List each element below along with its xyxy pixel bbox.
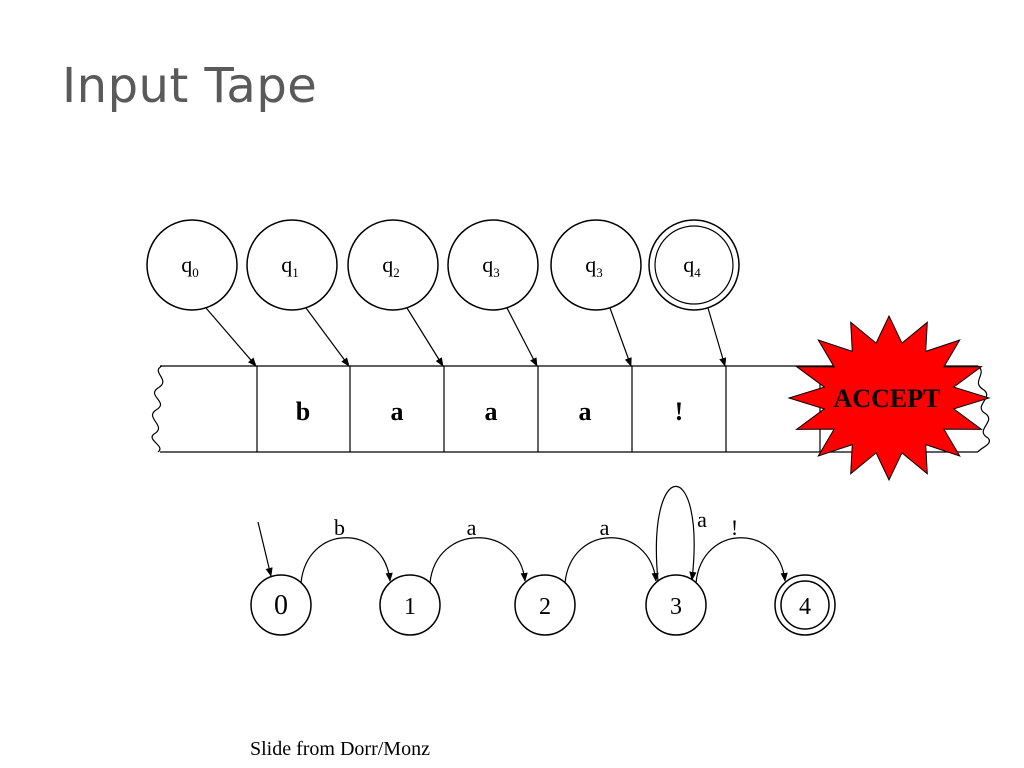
fsa-state-label: 1 — [404, 594, 416, 620]
tape-cell-symbol: a — [391, 397, 404, 426]
fsa-state-circle — [514, 574, 576, 636]
slide-title: Input Tape — [62, 58, 318, 114]
head-pointer-arrow — [609, 307, 632, 367]
fsa-diagram: b a a a! 0 1 2 3 4 — [250, 485, 836, 636]
tape-cell-symbol: ! — [675, 397, 684, 426]
fsa-state-label: 2 — [539, 594, 551, 620]
fsa-state-label: 3 — [670, 594, 682, 620]
head-state-label: q3 — [482, 252, 500, 280]
transition-label: b — [334, 515, 345, 540]
transition-label: a — [600, 515, 610, 540]
fsa-state-2: 2 — [514, 574, 576, 636]
head-state-3: q3 — [447, 219, 539, 367]
fsa-state-circle — [774, 574, 836, 636]
head-state-label: q0 — [181, 252, 199, 280]
accept-label: ACCEPT — [834, 384, 941, 413]
accept-starburst — [787, 314, 991, 482]
transition-arc — [564, 537, 659, 584]
head-pointer-arrow — [305, 307, 350, 367]
fsa-state-circle — [645, 574, 707, 636]
head-state-circle — [447, 219, 539, 311]
fsa-state-label: 0 — [274, 590, 288, 621]
head-state-label: q2 — [382, 252, 400, 280]
head-state-5: q4 — [648, 219, 740, 367]
fsa-state-final-ring — [780, 580, 830, 630]
transition-0-1: b — [300, 515, 393, 584]
transition-arc — [655, 485, 697, 582]
fsa-state-1: 1 — [379, 574, 441, 636]
head-state-circle — [648, 219, 740, 311]
head-state-circle — [146, 219, 238, 311]
transition-2-3: a — [564, 515, 659, 584]
transition-arc — [695, 537, 788, 584]
accept-badge: ACCEPT — [787, 314, 991, 482]
fsa-state-3: 3 — [645, 574, 707, 636]
head-state-circle — [550, 219, 642, 311]
tape-heads: q0 q1 q2 q3 q3 q4 — [146, 219, 740, 367]
footer-credit: Slide from Dorr/Monz — [250, 738, 430, 760]
transition-3-3: a — [655, 485, 707, 582]
head-state-final-ring — [654, 225, 734, 305]
head-state-4: q3 — [550, 219, 642, 367]
transition-label: a — [697, 507, 707, 532]
head-pointer-arrow — [506, 307, 538, 367]
head-state-2: q2 — [347, 219, 444, 367]
head-pointer-arrow — [707, 307, 727, 367]
start-arrow — [257, 521, 273, 577]
head-state-circle — [347, 219, 439, 311]
head-state-circle — [246, 219, 338, 311]
head-pointer-arrow — [205, 307, 257, 367]
transition-3-4: ! — [695, 515, 788, 584]
head-state-label: q1 — [281, 252, 299, 280]
transition-label: a — [467, 515, 477, 540]
fsa-state-label: 4 — [799, 594, 811, 620]
head-state-0: q0 — [146, 219, 257, 367]
transition-arc — [300, 537, 393, 584]
head-state-label: q4 — [683, 252, 701, 280]
fsa-state-circle — [379, 574, 441, 636]
transition-arc — [429, 537, 528, 584]
head-pointer-arrow — [406, 307, 444, 367]
tape-left-torn-edge — [151, 365, 164, 453]
head-state-1: q1 — [246, 219, 350, 367]
transition-label: ! — [731, 515, 738, 540]
transition-1-2: a — [429, 515, 528, 584]
fsa-state-0: 0 — [250, 574, 312, 636]
fsa-state-circle — [250, 574, 312, 636]
fsa-state-4: 4 — [774, 574, 836, 636]
tape-right-torn-edge — [977, 365, 990, 453]
input-tape: b a a a! — [151, 365, 990, 453]
head-state-label: q3 — [585, 252, 603, 280]
tape-cell-symbol: b — [296, 397, 310, 426]
tape-cell-symbol: a — [579, 397, 592, 426]
tape-cell-symbol: a — [485, 397, 498, 426]
